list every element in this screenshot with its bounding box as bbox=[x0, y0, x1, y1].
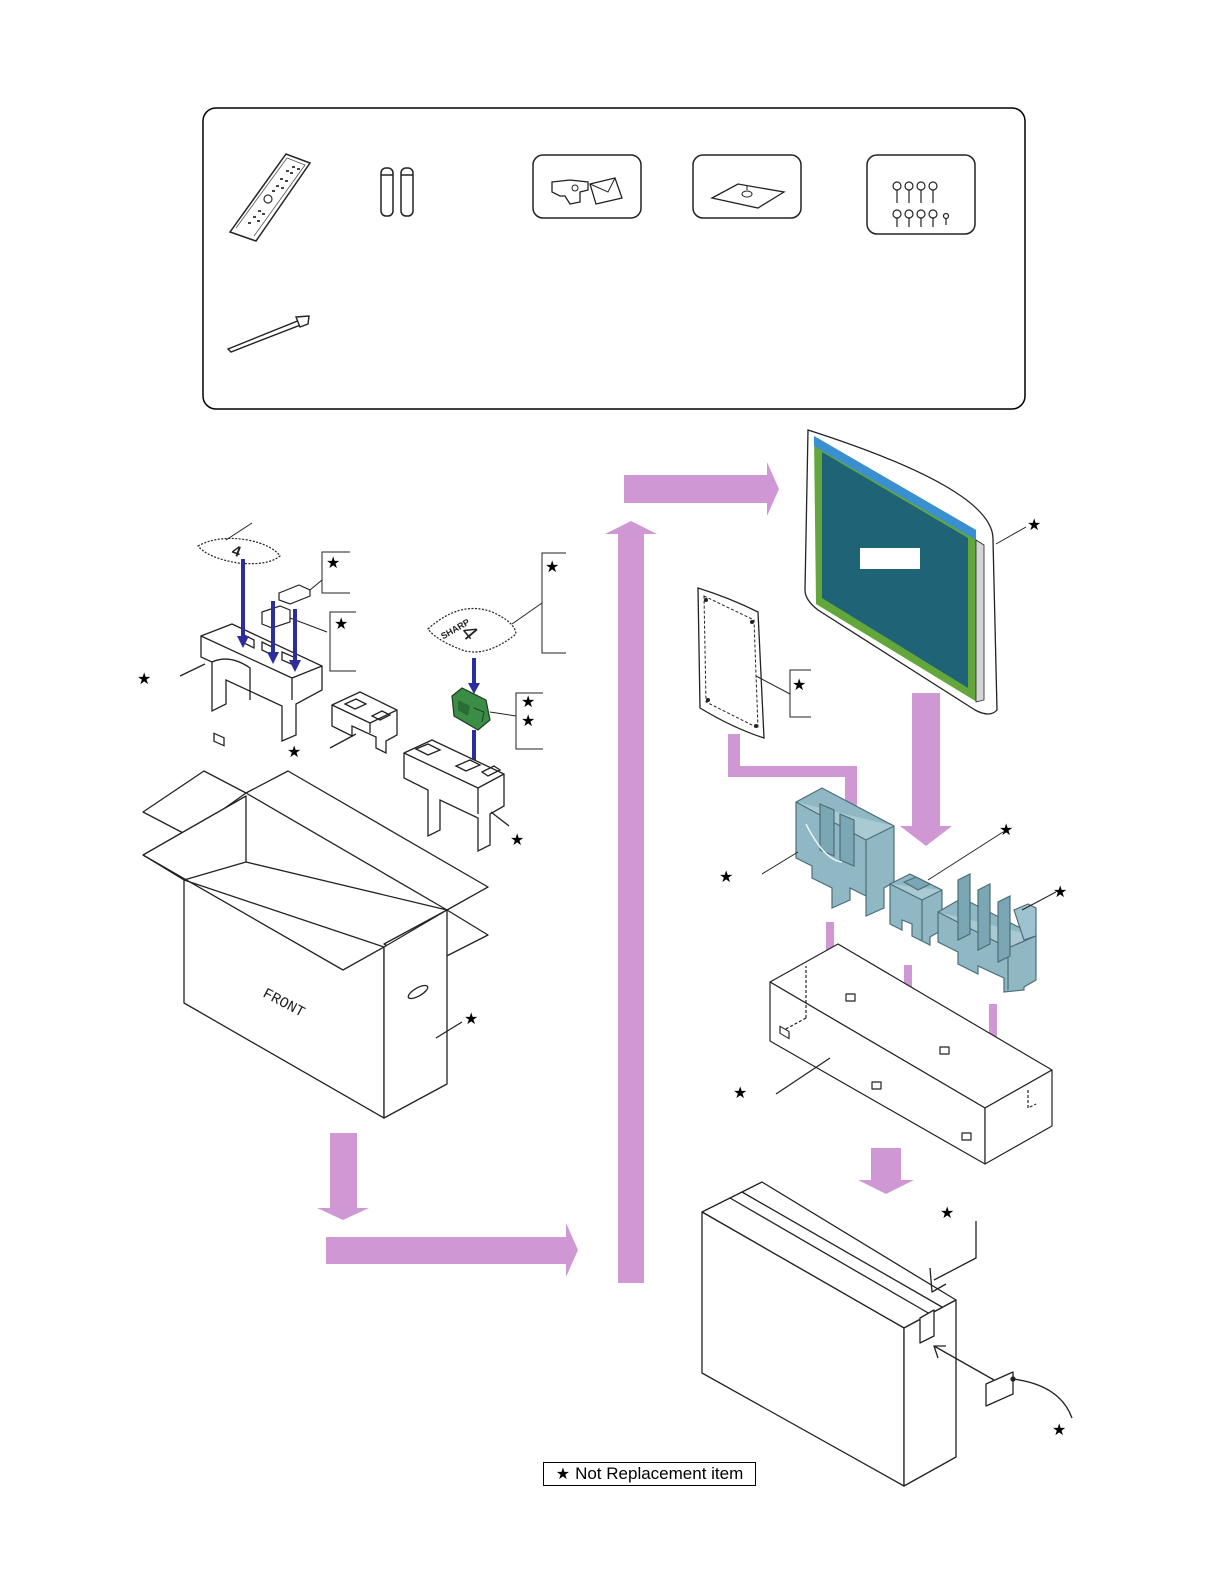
star-marker: ★ bbox=[719, 867, 733, 886]
sealed-carton bbox=[702, 1182, 1072, 1486]
flow-arrow-right-1 bbox=[326, 1223, 578, 1277]
foam-pad-left bbox=[762, 788, 894, 916]
star-marker: ★ bbox=[510, 830, 524, 849]
star-marker: ★ bbox=[1053, 882, 1067, 901]
legend-box: ★ Not Replacement item bbox=[543, 1462, 756, 1486]
stand-base-bag-icon bbox=[693, 155, 801, 218]
leader-sharp bbox=[512, 603, 542, 624]
screws-bag-icon bbox=[867, 155, 975, 234]
green-accessory-pack bbox=[452, 688, 516, 730]
flow-arrow-up bbox=[605, 521, 657, 1283]
insert-arrow-middle-1 bbox=[468, 658, 480, 694]
flow-arrow-down-2 bbox=[900, 693, 952, 846]
stand-bracket-bag-icon bbox=[533, 155, 641, 218]
star-marker: ★ bbox=[1027, 515, 1041, 534]
accessory-tray-foam bbox=[180, 624, 322, 746]
star-marker: ★ bbox=[521, 711, 535, 730]
cable-tie-icon bbox=[228, 316, 309, 352]
cushion-sheet-panel bbox=[698, 588, 790, 738]
accessory-tray-foam-right bbox=[404, 740, 509, 851]
cushion-sheet-small: 4 bbox=[198, 523, 280, 564]
tv-panel-label bbox=[860, 548, 920, 569]
flow-arrow-down-1 bbox=[317, 1133, 369, 1220]
remote-control-icon bbox=[230, 154, 310, 241]
small-foam-block bbox=[330, 692, 397, 753]
star-marker: ★ bbox=[137, 669, 151, 688]
tv-panel-in-bag bbox=[805, 430, 1026, 714]
star-marker: ★ bbox=[940, 1203, 954, 1222]
star-marker: ★ bbox=[999, 820, 1013, 839]
star-marker: ★ bbox=[334, 614, 348, 633]
flow-arrow-right-2 bbox=[624, 462, 779, 516]
star-marker: ★ bbox=[326, 553, 340, 572]
legend-star: ★ bbox=[556, 1464, 570, 1484]
accessory-panel bbox=[203, 108, 1025, 409]
star-marker: ★ bbox=[521, 692, 535, 711]
star-marker: ★ bbox=[792, 675, 806, 694]
star-marker: ★ bbox=[733, 1083, 747, 1102]
flow-arrow-down-3 bbox=[858, 1148, 914, 1194]
star-marker: ★ bbox=[545, 557, 559, 576]
battery-icon bbox=[381, 168, 413, 216]
accessory-item-1 bbox=[279, 580, 322, 604]
cushion-sheet-sharp: SHARP 4 bbox=[428, 608, 516, 652]
star-marker: ★ bbox=[464, 1009, 478, 1028]
foam-pad-right bbox=[938, 874, 1056, 992]
star-marker: ★ bbox=[1052, 1420, 1066, 1439]
legend-text: Not Replacement item bbox=[575, 1464, 743, 1484]
star-marker: ★ bbox=[287, 742, 301, 761]
